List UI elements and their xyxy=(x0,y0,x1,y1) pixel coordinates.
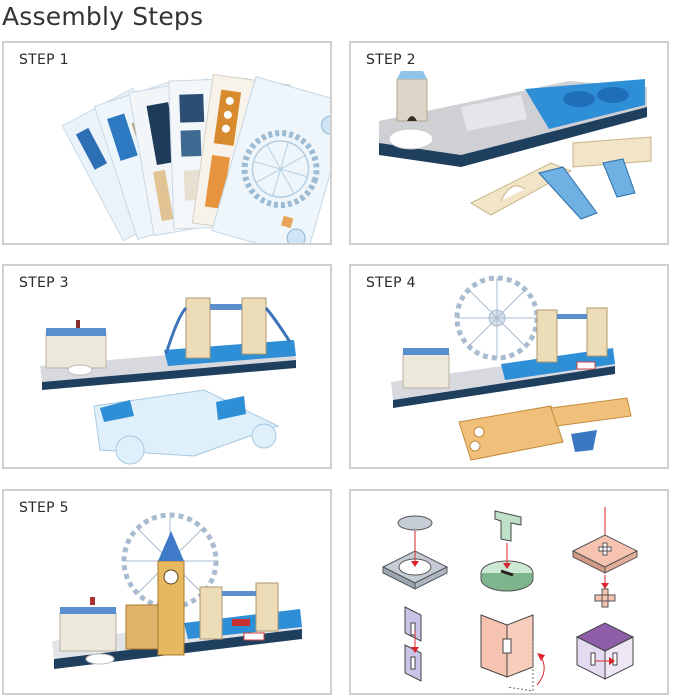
step-3-label: STEP 3 xyxy=(19,275,69,291)
disc-into-ring-icon xyxy=(381,515,449,590)
interlocking-tabs-icon xyxy=(404,606,422,682)
step-5-label: STEP 5 xyxy=(19,500,69,516)
completed-skyline-illustration xyxy=(52,512,302,669)
assembly-technique-panel xyxy=(349,489,669,695)
step-1-panel: STEP 1 xyxy=(2,41,332,245)
assembly-technique-diagrams xyxy=(381,507,639,692)
palace-and-bridge-illustration xyxy=(40,297,296,465)
step-2-panel: STEP 2 xyxy=(349,41,669,245)
folding-hinge-icon xyxy=(480,614,545,692)
step-4-panel: STEP 4 xyxy=(349,264,669,469)
page-title: Assembly Steps xyxy=(2,2,204,31)
step-5-panel: STEP 5 xyxy=(2,489,332,695)
step-2-label: STEP 2 xyxy=(366,52,416,68)
tab-into-slot-icon xyxy=(480,510,534,592)
slotted-box-icon xyxy=(575,622,635,680)
base-and-bridge-parts-illustration xyxy=(379,71,652,220)
step-4-label: STEP 4 xyxy=(366,275,416,291)
step-1-label: STEP 1 xyxy=(19,52,69,68)
cross-through-square-icon xyxy=(571,507,639,608)
puzzle-sheets-illustration xyxy=(61,73,330,243)
step-3-panel: STEP 3 xyxy=(2,264,332,469)
london-eye-added-illustration xyxy=(391,275,632,461)
